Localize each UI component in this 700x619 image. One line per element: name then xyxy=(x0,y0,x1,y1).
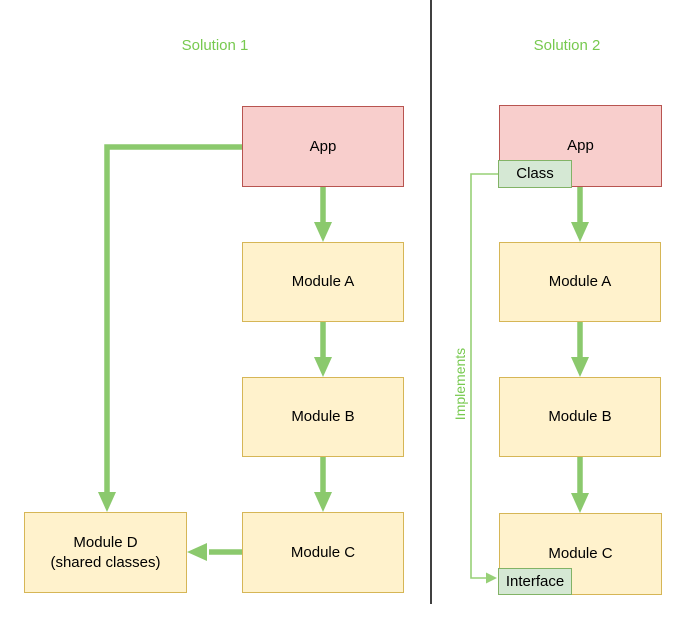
arrow-s1-app-to-module-d-elbow xyxy=(98,144,242,512)
s1-node-module-d: Module D (shared classes) xyxy=(24,512,187,593)
s1-node-app: App xyxy=(242,106,404,187)
arrow-s1-app-to-module-a xyxy=(314,187,332,242)
s1-node-module-b-label: Module B xyxy=(291,408,355,426)
s1-node-module-b: Module B xyxy=(242,377,404,457)
s2-node-module-a: Module A xyxy=(499,242,661,322)
s1-node-module-c: Module C xyxy=(242,512,404,593)
s1-node-module-a: Module A xyxy=(242,242,404,322)
s2-node-module-a-label: Module A xyxy=(548,273,612,291)
s2-implements-edge-label: Implements xyxy=(452,347,468,421)
arrow-s2-app-to-module-a xyxy=(571,187,589,242)
solution2-title: Solution 2 xyxy=(533,37,601,54)
arrow-s1-module-b-to-module-c xyxy=(314,457,332,512)
s1-node-module-d-label-line1: Module D xyxy=(73,534,138,551)
s2-node-interface-badge-label: Interface xyxy=(505,572,565,590)
solution1-title: Solution 1 xyxy=(181,37,249,54)
s2-node-interface-badge: Interface xyxy=(498,568,572,595)
s1-node-module-d-label-line2: (shared classes) xyxy=(50,553,161,571)
arrow-s1-module-a-to-module-b xyxy=(314,322,332,377)
arrow-s2-class-to-interface-elbow xyxy=(470,173,498,584)
s2-node-module-b: Module B xyxy=(499,377,661,457)
s1-node-module-c-label: Module C xyxy=(290,543,356,561)
s1-node-app-label: App xyxy=(309,137,337,155)
s2-node-app-label: App xyxy=(567,137,594,155)
s1-node-module-a-label: Module A xyxy=(291,273,355,291)
s2-node-class-badge: Class xyxy=(498,160,572,188)
s2-node-module-c: Module C xyxy=(499,513,662,595)
arrow-s2-module-a-to-module-b xyxy=(571,322,589,377)
s2-node-app: App xyxy=(499,105,662,187)
arrow-s2-module-b-to-module-c xyxy=(571,457,589,513)
s2-node-module-b-label: Module B xyxy=(548,408,612,426)
arrow-s1-module-c-to-module-d xyxy=(187,543,242,561)
s2-node-module-c-label: Module C xyxy=(548,545,613,563)
s2-node-class-badge-label: Class xyxy=(516,165,554,183)
